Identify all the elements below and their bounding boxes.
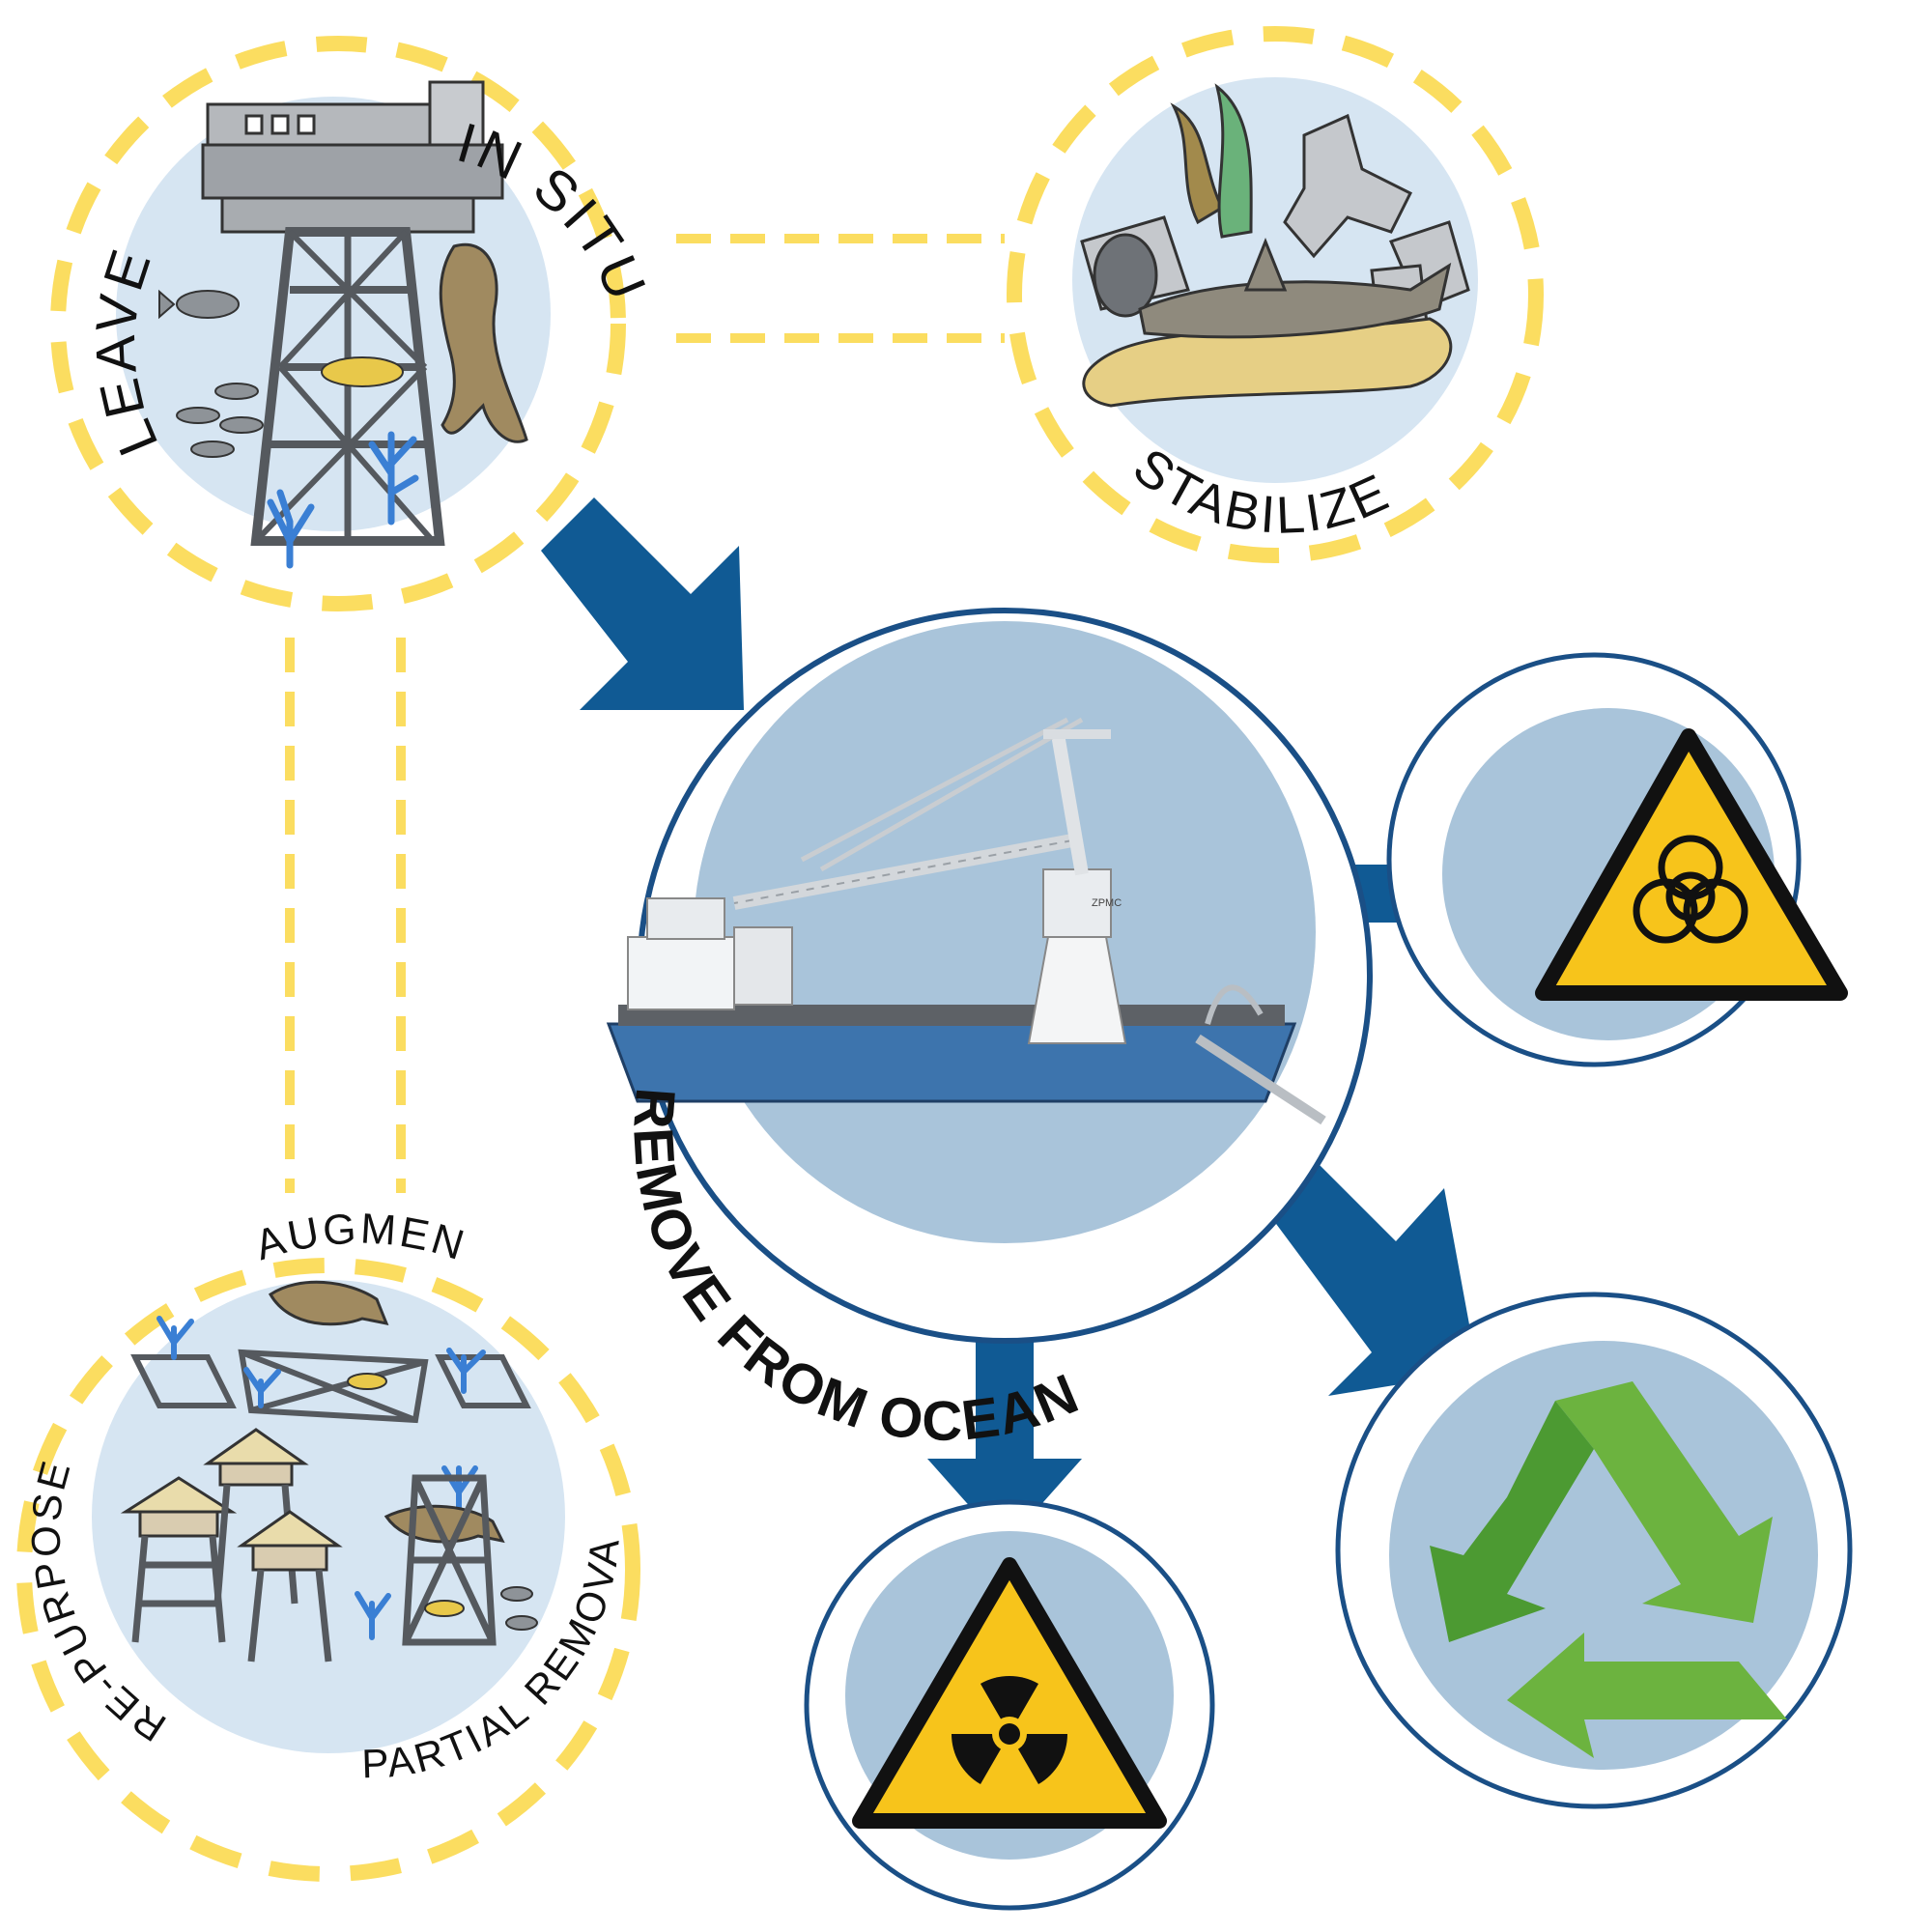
leave-in-situ-node: LEAVE IN SITU: [50, 36, 655, 611]
radiation-node: [804, 1499, 1215, 1911]
seaweed-icon: [1170, 83, 1253, 239]
radiation-icon: [852, 1557, 1167, 1829]
stabilize-dashed-ring: [1007, 26, 1544, 563]
recycle-icon: [1430, 1381, 1787, 1758]
remove-from-ocean-node: ZPMC REMOVE FROM OCEAN: [606, 608, 1373, 1453]
repurpose-disc: [92, 1280, 565, 1753]
crane-vessel-icon: ZPMC: [606, 717, 1326, 1125]
seal-icon: [269, 1280, 505, 1544]
fish-icon: [347, 1373, 538, 1631]
recycle-node: [1335, 1292, 1853, 1809]
repurpose-dashed-ring: [16, 1258, 640, 1882]
biohazard-icon: [1535, 728, 1848, 1001]
biohazard-node: [1386, 652, 1848, 1067]
reef-cube-icon: [130, 1349, 531, 1424]
coral-icon: [267, 431, 419, 569]
ship-brand: ZPMC: [1092, 897, 1122, 909]
stabilize-node: STABILIZE: [1007, 26, 1544, 563]
shark-icon: [1138, 237, 1452, 339]
fish-icon: [158, 289, 404, 458]
arrow-to-radiation: [927, 1338, 1082, 1546]
seal-icon: [439, 242, 528, 443]
stilt-hut-icon: [120, 1428, 343, 1662]
partial-platform-icon: [402, 1474, 497, 1646]
leave-in-situ-dashed-ring: [50, 36, 626, 611]
dashed-connectors: [285, 234, 1005, 1193]
arrow-to-remove: [541, 497, 744, 710]
